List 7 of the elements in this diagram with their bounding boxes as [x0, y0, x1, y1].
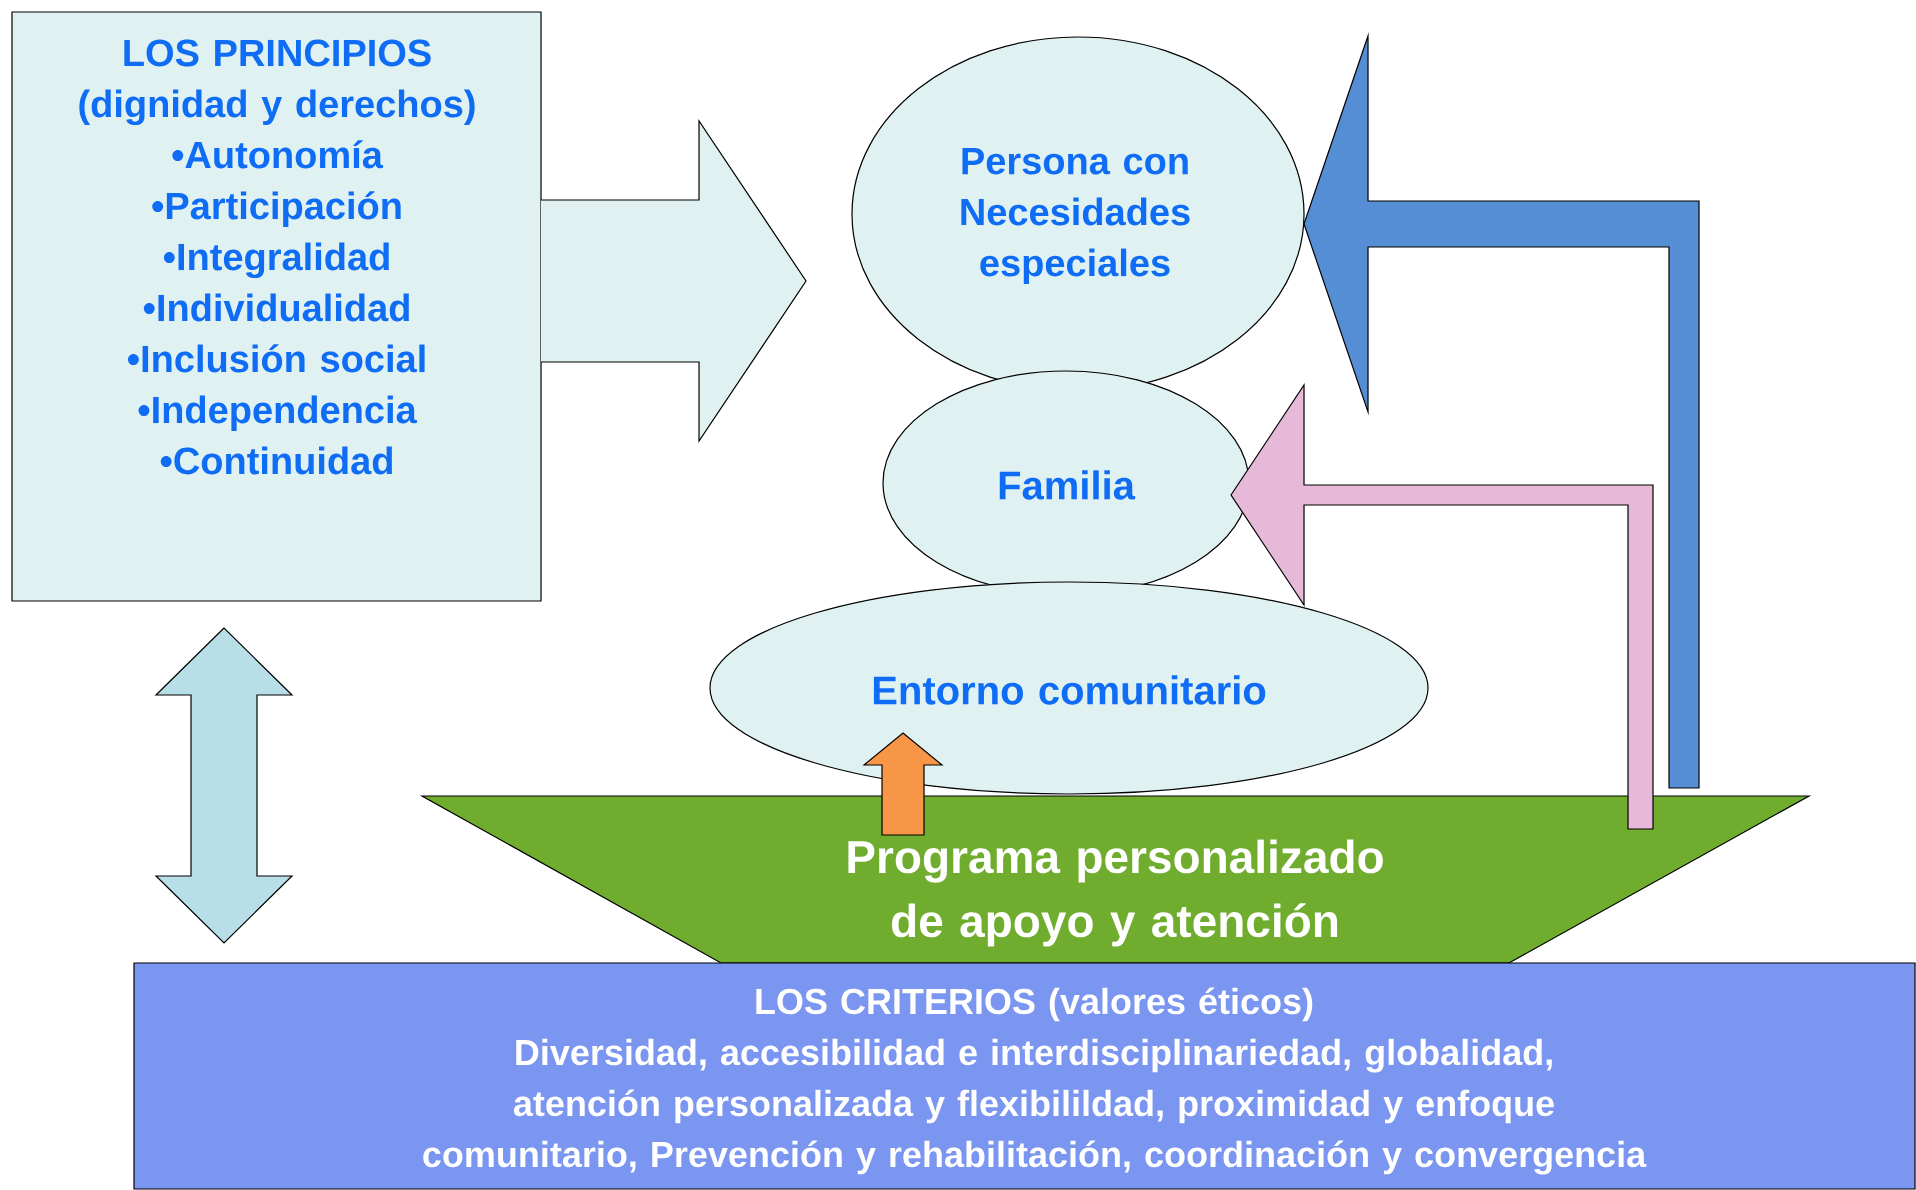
double-arrow	[154, 627, 294, 944]
block-arrow	[540, 119, 807, 443]
block-arrow	[862, 732, 944, 836]
criteria-box: LOS CRITERIOS (valores éticos) Diversidad, accesibilidad e interdisciplinariedad, globalidad, atención personalizada y flexibilildad, proximidad y enfoque comunitario, Prevención y rehabilitación, coordinación y convergencia	[133, 962, 1916, 1190]
bent-arrow	[1230, 383, 1654, 830]
bent-arrow	[1303, 32, 1700, 789]
principles-box: LOS PRINCIPIOS (dignidad y derechos) •Autonomía •Participación •Integralidad •Individualidad •Inclusión social •Independencia •Continuidad	[11, 11, 542, 602]
